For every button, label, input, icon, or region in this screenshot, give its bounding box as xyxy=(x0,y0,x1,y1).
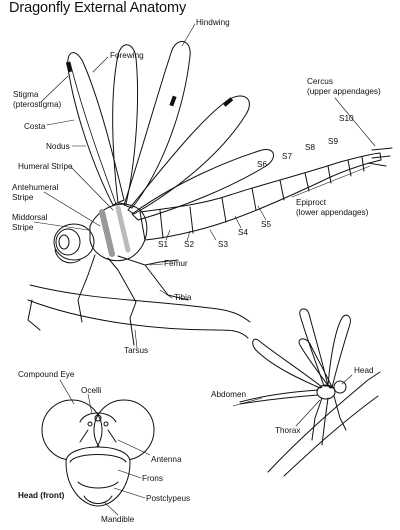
side-wing-1 xyxy=(252,338,323,389)
frons-line xyxy=(69,454,127,463)
page-title: Dragonfly External Anatomy xyxy=(9,0,187,16)
label-stigma: Stigma xyxy=(13,90,39,99)
thorax-shape xyxy=(89,203,148,262)
label-cercus: Cercus xyxy=(307,77,333,86)
ocellus-right xyxy=(103,421,109,427)
front-leg-shape xyxy=(77,254,96,323)
label-abdomen: Abdomen xyxy=(211,390,247,399)
label-head-front: Head (front) xyxy=(18,491,65,500)
head-shape xyxy=(53,223,95,261)
main-leader-lines xyxy=(33,23,376,349)
label-nodus: Nodus xyxy=(46,142,70,151)
side-leader-lines xyxy=(232,374,353,427)
forewing-left-shape xyxy=(67,52,125,206)
label-femur: Femur xyxy=(164,259,188,268)
side-head-shape xyxy=(333,380,347,394)
ocellus-left xyxy=(87,421,93,427)
label-s8: S8 xyxy=(305,143,316,152)
label-compound-eye: Compound Eye xyxy=(18,370,75,379)
segment-line-1 xyxy=(159,209,164,239)
ocellus-center xyxy=(94,414,102,422)
label-s2: S2 xyxy=(184,240,195,249)
side-legs-shape xyxy=(311,395,347,446)
antenna-shapes xyxy=(79,429,117,443)
label-frons: Frons xyxy=(142,474,163,483)
segment-line-5 xyxy=(279,179,285,201)
label-humeral-stripe: Humeral Stripe xyxy=(18,162,73,171)
hindwing-near-shape xyxy=(123,41,191,209)
label-s10: S10 xyxy=(339,114,354,123)
segment-line-3 xyxy=(221,197,227,223)
side-branch-lower xyxy=(283,395,379,477)
label-ocelli: Ocelli xyxy=(81,386,102,395)
lower-wing-shape xyxy=(131,149,274,221)
branch-upper-edge xyxy=(29,284,251,323)
side-wing-2 xyxy=(299,308,329,387)
branch-lower-edge xyxy=(27,299,249,339)
label-antehumeral-stripe-line2: Stripe xyxy=(12,193,34,202)
stigma-left-mark xyxy=(65,61,73,73)
segment-line-7 xyxy=(327,165,332,184)
stigma-hindwing-far-mark xyxy=(222,97,234,107)
epiproct-shape xyxy=(367,162,387,167)
label-s1: S1 xyxy=(158,240,169,249)
antehumeral-stripe-band xyxy=(99,209,115,257)
label-s3: S3 xyxy=(218,240,229,249)
head-leader-lines xyxy=(59,379,151,516)
side-wing-4 xyxy=(298,338,333,389)
label-middorsal-stripe-line2: Stripe xyxy=(12,223,34,232)
segment-line-2 xyxy=(189,206,194,234)
abdomen-shape xyxy=(139,152,382,241)
label-costa: Costa xyxy=(24,122,46,131)
mid-leg-shape xyxy=(107,257,137,346)
face-shape xyxy=(65,446,131,507)
mouthparts-shape xyxy=(54,249,81,264)
mandible-line xyxy=(83,495,113,504)
label-antehumeral-stripe-line1: Antehumeral xyxy=(12,183,59,192)
forewing-right-shape xyxy=(112,44,139,205)
hindwing-far-shape xyxy=(127,95,250,215)
label-tarsus: Tarsus xyxy=(124,346,149,355)
side-view-illustration xyxy=(239,308,381,477)
stigma-hindwing-near-mark xyxy=(169,95,177,107)
humeral-stripe-band xyxy=(115,205,131,253)
label-hindwing: Hindwing xyxy=(196,18,230,27)
label-antenna: Antenna xyxy=(151,455,182,464)
cercus-shape xyxy=(371,147,393,159)
label-mandible: Mandible xyxy=(101,515,135,524)
segment-line-6 xyxy=(304,172,310,192)
label-s4: S4 xyxy=(238,228,249,237)
hind-leg-femur-shape xyxy=(117,255,179,266)
main-dragonfly-illustration xyxy=(27,41,393,346)
segment-line-8 xyxy=(347,159,352,177)
side-abdomen-shape xyxy=(239,389,319,403)
forewing-left-vein xyxy=(69,61,117,205)
label-s5: S5 xyxy=(261,220,272,229)
label-s9: S9 xyxy=(328,137,339,146)
side-thorax-shape xyxy=(316,384,336,400)
label-postclypeus: Postclypeus xyxy=(146,494,191,503)
vertex-shape xyxy=(79,412,117,423)
branch-stub-shape xyxy=(27,299,41,331)
label-lower-appendages: (lower appendages) xyxy=(296,208,369,217)
label-s7: S7 xyxy=(282,152,293,161)
segment-line-4 xyxy=(251,187,257,211)
eye-inner-shape xyxy=(58,234,70,250)
label-epiproct: Epiproct xyxy=(296,198,327,207)
label-middorsal-stripe-line1: Middorsal xyxy=(12,213,48,222)
label-s6: S6 xyxy=(257,160,268,169)
label-upper-appendages: (upper appendages) xyxy=(307,87,381,96)
label-tibia: Tibia xyxy=(174,293,192,302)
label-forewing: Forewing xyxy=(110,51,144,60)
side-wing-3 xyxy=(327,314,351,389)
side-abdomen-shape-2 xyxy=(239,394,319,405)
label-thorax: Thorax xyxy=(275,426,301,435)
side-branch-upper xyxy=(267,371,381,473)
compound-eye-shape xyxy=(55,228,81,256)
label-pterostigma: (pterostigma) xyxy=(13,100,62,109)
label-head: Head xyxy=(354,366,374,375)
postclypeus-line xyxy=(77,481,119,489)
